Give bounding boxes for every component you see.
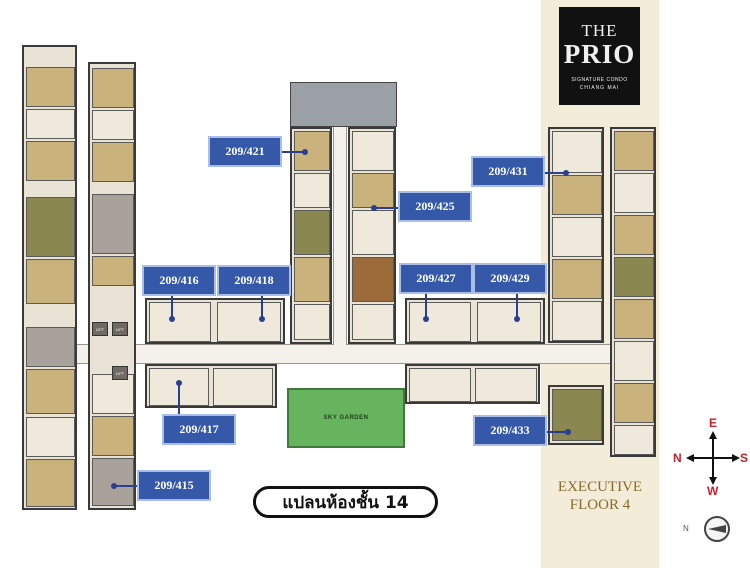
- service-core: [290, 82, 397, 127]
- unit-tag-209-427[interactable]: 209/427: [399, 263, 473, 294]
- wing-east-inner: [548, 127, 604, 343]
- unit-tag-209-415[interactable]: 209/415: [137, 470, 211, 501]
- compass-south: S: [740, 451, 749, 465]
- leader-209-425: [376, 207, 398, 209]
- lift-west-2: LIFT: [112, 322, 128, 336]
- compass-arrows-icon: [686, 431, 740, 485]
- compass-north: N: [673, 451, 682, 465]
- unit-marker-209-427: [423, 316, 429, 322]
- unit-tag-209-433[interactable]: 209/433: [473, 415, 547, 446]
- lift-west-1: LIFT: [92, 322, 108, 336]
- wing-east-outer: [610, 127, 656, 457]
- wing-west-inner: [88, 62, 136, 510]
- block-417: [145, 364, 277, 408]
- unit-tag-209-421[interactable]: 209/421: [208, 136, 282, 167]
- north-arrow-icon: [704, 516, 730, 542]
- unit-tag-209-416[interactable]: 209/416: [142, 265, 216, 296]
- brand-subtitle: SIGNATURE CONDO: [571, 77, 628, 83]
- unit-marker-209-417: [176, 380, 182, 386]
- wing-west-outer: [22, 45, 77, 510]
- block-east-south: [405, 364, 540, 404]
- unit-marker-209-431: [563, 170, 569, 176]
- executive-floor-label: EXECUTIVE FLOOR 4: [548, 478, 652, 514]
- unit-tag-209-418[interactable]: 209/418: [217, 265, 291, 296]
- central-corridor: [333, 125, 347, 345]
- block-427-429: [405, 298, 545, 344]
- floor-plan-title: แปลนห้องชั้น 14: [253, 486, 438, 518]
- leader-209-417: [178, 384, 180, 414]
- wing-central-east: [348, 127, 396, 344]
- unit-marker-209-421: [302, 149, 308, 155]
- wing-central-west: [290, 127, 332, 344]
- leader-209-427: [425, 294, 427, 318]
- unit-tag-209-431[interactable]: 209/431: [471, 156, 545, 187]
- unit-marker-209-415: [111, 483, 117, 489]
- leader-209-433: [547, 431, 567, 433]
- leader-209-416: [171, 296, 173, 318]
- sky-garden: SKY GARDEN: [287, 388, 405, 448]
- sky-garden-label: SKY GARDEN: [323, 415, 369, 421]
- brand-logo: THE PRIO SIGNATURE CONDO CHIANG MAI: [559, 7, 640, 105]
- brand-the: THE: [581, 21, 618, 40]
- unit-433-block: [548, 385, 604, 445]
- unit-marker-209-416: [169, 316, 175, 322]
- brand-city: CHIANG MAI: [579, 85, 620, 91]
- unit-tag-209-425[interactable]: 209/425: [398, 191, 472, 222]
- lift-west-3: LIFT: [112, 366, 128, 380]
- brand-prio: PRIO: [563, 39, 636, 69]
- unit-marker-209-425: [371, 205, 377, 211]
- unit-tag-209-429[interactable]: 209/429: [473, 263, 547, 294]
- north-indicator: N: [680, 514, 740, 544]
- north-indicator-letter: N: [683, 524, 689, 533]
- leader-209-421: [282, 151, 304, 153]
- compass-east: E: [709, 416, 718, 430]
- unit-tag-209-417[interactable]: 209/417: [162, 414, 236, 445]
- main-corridor: [75, 344, 610, 364]
- unit-marker-209-433: [565, 429, 571, 435]
- unit-marker-209-429: [514, 316, 520, 322]
- leader-209-431: [545, 172, 565, 174]
- leader-209-429: [516, 294, 518, 318]
- leader-209-415: [116, 485, 137, 487]
- compass-rose: E W N S: [673, 416, 750, 498]
- executive-line-2: FLOOR 4: [569, 497, 631, 513]
- compass-west: W: [707, 484, 719, 498]
- executive-line-1: EXECUTIVE: [557, 479, 643, 495]
- leader-209-418: [261, 296, 263, 318]
- floor-plan-title-text: แปลนห้องชั้น 14: [282, 492, 409, 513]
- unit-marker-209-418: [259, 316, 265, 322]
